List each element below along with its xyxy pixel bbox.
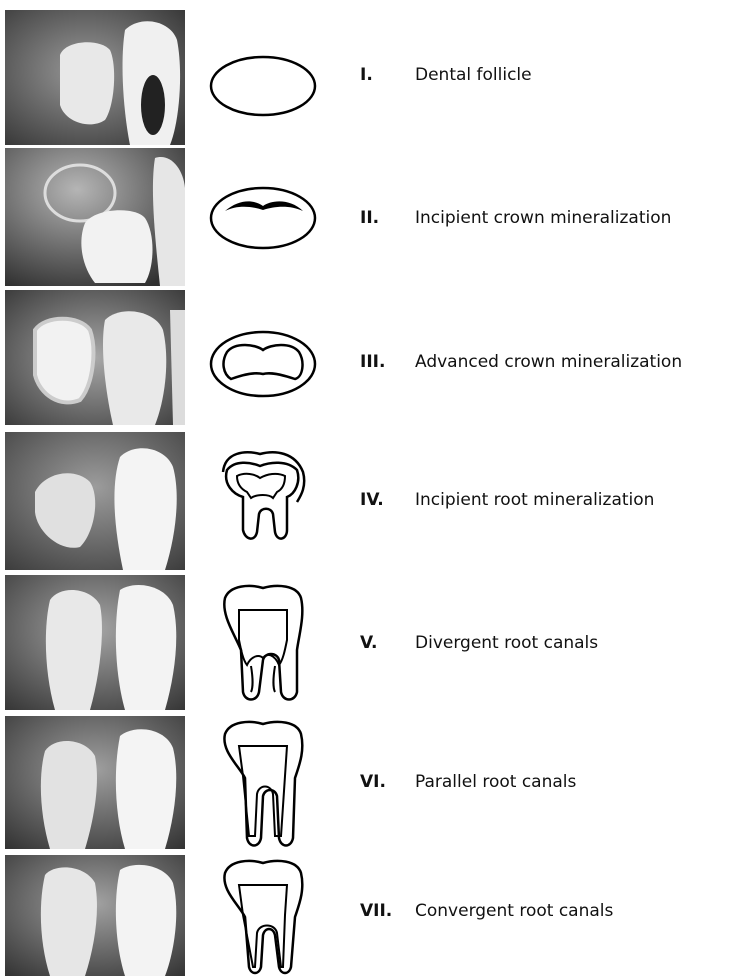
radiograph-stage-4 (5, 432, 185, 570)
stage-row-4: IV. Incipient root mineralization (0, 432, 734, 572)
crown-sketch-stage-3 (205, 322, 335, 407)
radiograph-stage-3 (5, 290, 185, 425)
stage-row-7: VII. Convergent root canals (0, 855, 734, 976)
stage-numeral-3: III. (360, 352, 385, 372)
stage-label-5: Divergent root canals (415, 633, 598, 653)
stage-label-2: Incipient crown mineralization (415, 208, 671, 228)
stage-row-1: I. Dental follicle (0, 0, 734, 140)
stage-label-4: Incipient root mineralization (415, 490, 654, 510)
stage-label-7: Convergent root canals (415, 901, 613, 921)
radiograph-stage-5 (5, 575, 185, 710)
root-sketch-stage-6 (205, 716, 335, 851)
stage-label-3: Advanced crown mineralization (415, 352, 682, 372)
radiograph-stage-7 (5, 855, 185, 976)
radiograph-stage-6 (5, 716, 185, 849)
root-sketch-stage-5 (205, 580, 335, 705)
stage-label-6: Parallel root canals (415, 772, 576, 792)
stage-numeral-2: II. (360, 208, 379, 228)
stage-numeral-4: IV. (360, 490, 384, 510)
follicle-sketch-stage-1 (205, 50, 335, 130)
stage-row-3: III. Advanced crown mineralization (0, 290, 734, 428)
stage-row-5: V. Divergent root canals (0, 575, 734, 713)
stage-numeral-6: VI. (360, 772, 386, 792)
stage-row-2: II. Incipient crown mineralization (0, 148, 734, 286)
stage-numeral-5: V. (360, 633, 377, 653)
root-sketch-stage-7 (205, 855, 335, 976)
stage-row-6: VI. Parallel root canals (0, 716, 734, 852)
stage-numeral-1: I. (360, 65, 373, 85)
stage-label-1: Dental follicle (415, 65, 532, 85)
radiograph-stage-2 (5, 148, 185, 286)
stage-numeral-7: VII. (360, 901, 392, 921)
crown-sketch-stage-2 (205, 178, 335, 258)
root-sketch-stage-4 (205, 442, 335, 562)
radiograph-stage-1 (5, 10, 185, 145)
